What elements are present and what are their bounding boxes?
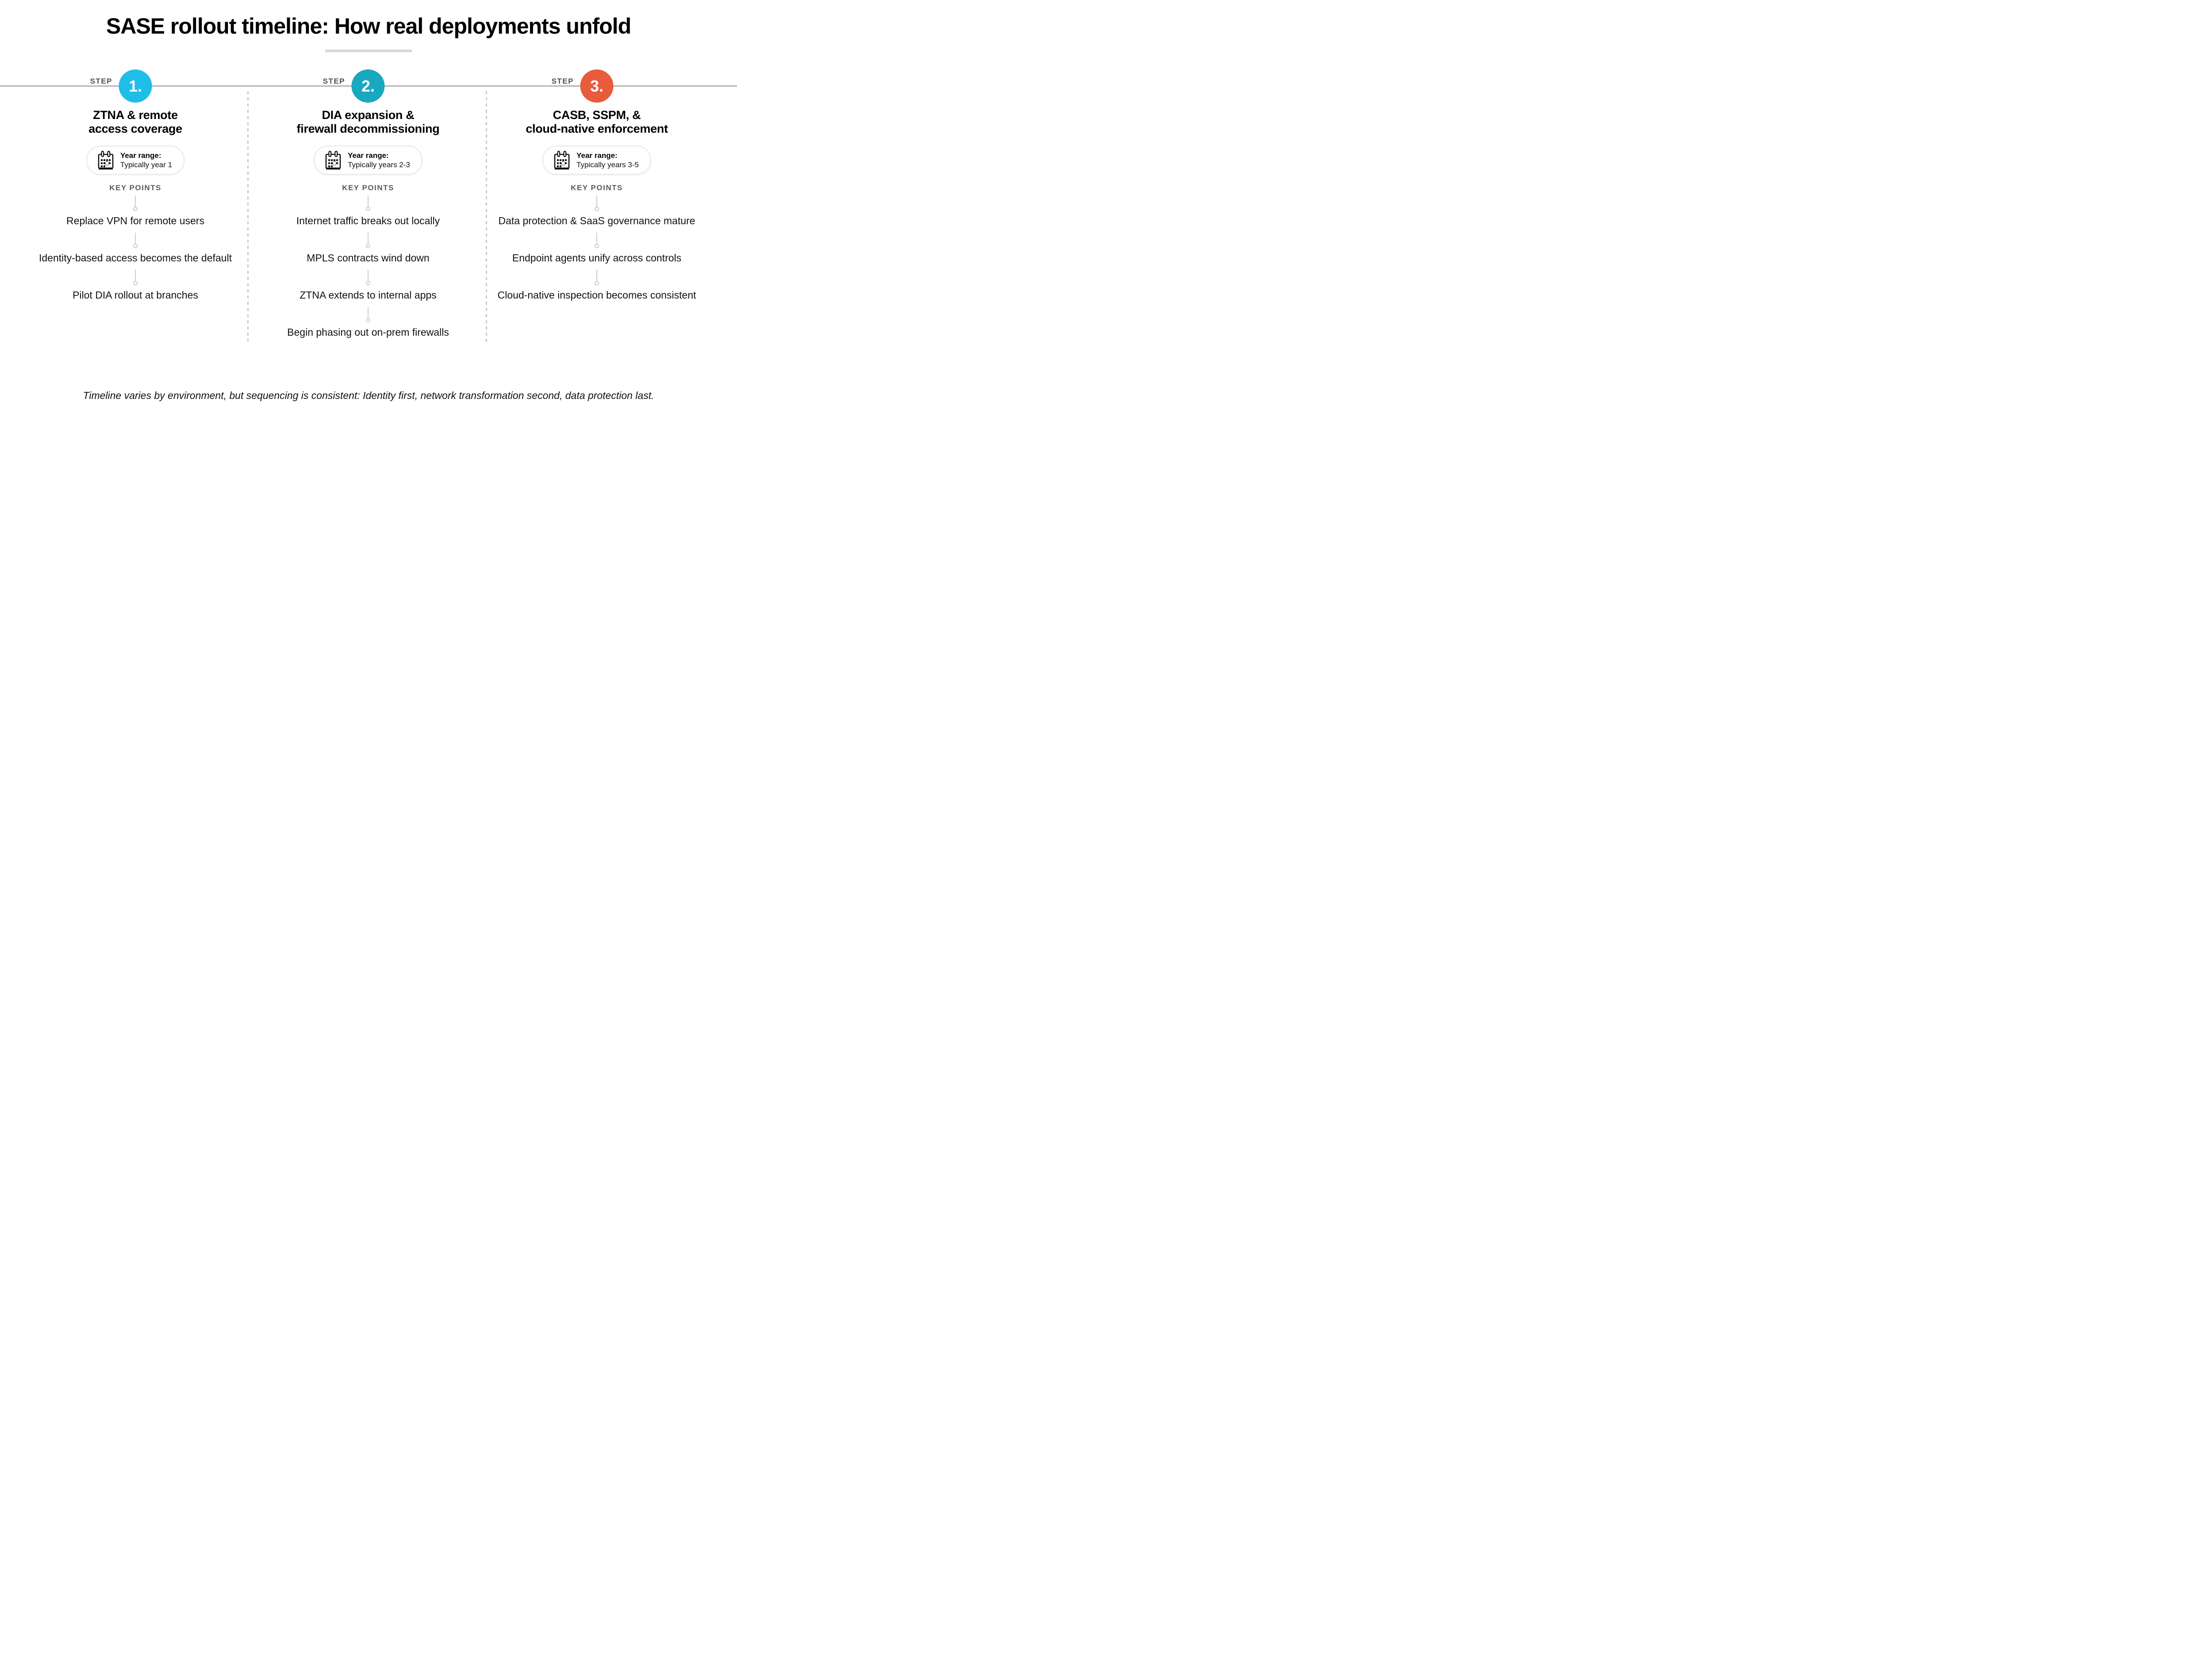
connector-dot: [366, 207, 370, 211]
footer-note: Timeline varies by environment, but sequ…: [83, 390, 654, 401]
connector-line: [135, 196, 136, 207]
step-column-3: STEP 3. CASB, SSPM, &cloud-native enforc…: [493, 62, 701, 302]
calendar-icon: [98, 150, 114, 170]
year-range-text: Year range: Typically years 3-5: [576, 151, 639, 169]
sase-rollout-infographic: SASE rollout timeline: How real deployme…: [0, 0, 737, 416]
key-points-heading: KEY POINTS: [342, 184, 394, 192]
year-range-label: Year range:: [576, 151, 618, 160]
step-label: STEP: [323, 77, 345, 85]
connector-line: [596, 233, 597, 244]
column-separator-2: [486, 91, 487, 343]
calendar-icon: [325, 150, 341, 170]
year-range-value: Typically year 1: [120, 161, 173, 169]
connector-line: [135, 270, 136, 281]
key-point: MPLS contracts wind down: [307, 252, 430, 264]
key-point: Cloud-native inspection becomes consiste…: [497, 289, 696, 301]
connector: [133, 270, 138, 285]
connector: [133, 233, 138, 248]
step-2-number: 2.: [361, 77, 375, 95]
connector-dot: [366, 244, 370, 248]
step-3-year-range-pill: Year range: Typically years 3-5: [542, 146, 651, 175]
year-range-text: Year range: Typically years 2-3: [348, 151, 410, 169]
connector-line: [596, 196, 597, 207]
connector-line: [596, 270, 597, 281]
year-range-value: Typically years 3-5: [576, 161, 639, 169]
page-title: SASE rollout timeline: How real deployme…: [106, 14, 631, 38]
connector-dot: [133, 244, 138, 248]
connector-dot: [595, 207, 599, 211]
step-2-number-badge: 2.: [351, 69, 385, 103]
connector-dot: [366, 318, 370, 322]
step-1-year-range-pill: Year range: Typically year 1: [86, 146, 185, 175]
key-points-heading: KEY POINTS: [109, 184, 161, 192]
connector-line: [368, 196, 369, 207]
step-2-title: DIA expansion &firewall decommissioning: [296, 108, 440, 135]
connector-line: [135, 233, 136, 244]
key-point: Endpoint agents unify across controls: [512, 252, 682, 264]
step-2-year-range-pill: Year range: Typically years 2-3: [314, 146, 422, 175]
key-point: Internet traffic breaks out locally: [296, 215, 440, 226]
connector: [366, 233, 370, 248]
title-underline-decoration: [325, 50, 412, 52]
step-1-header: STEP 1.: [31, 62, 239, 108]
key-point: ZTNA extends to internal apps: [300, 289, 437, 301]
connector: [366, 270, 370, 285]
connector-dot: [133, 281, 138, 285]
connector: [595, 270, 599, 285]
year-range-text: Year range: Typically year 1: [120, 151, 172, 169]
key-point: Replace VPN for remote users: [66, 215, 204, 226]
step-label: STEP: [90, 77, 112, 85]
connector: [133, 196, 138, 211]
step-label: STEP: [551, 77, 574, 85]
connector-line: [368, 270, 369, 281]
step-2-header: STEP 2.: [264, 62, 472, 108]
step-column-2: STEP 2. DIA expansion &firewall decommis…: [264, 62, 472, 339]
step-3-number: 3.: [590, 77, 604, 95]
key-point: Data protection & SaaS governance mature: [498, 215, 695, 226]
step-3-header: STEP 3.: [493, 62, 701, 108]
year-range-label: Year range:: [120, 151, 161, 160]
connector: [595, 196, 599, 211]
connector: [366, 307, 370, 322]
key-point: Pilot DIA rollout at branches: [73, 289, 198, 301]
step-3-number-badge: 3.: [580, 69, 614, 103]
step-3-title: CASB, SSPM, &cloud-native enforcement: [526, 108, 668, 135]
connector: [595, 233, 599, 248]
connector-dot: [595, 244, 599, 248]
year-range-label: Year range:: [348, 151, 389, 160]
year-range-value: Typically years 2-3: [348, 161, 410, 169]
connector-dot: [133, 207, 138, 211]
connector: [366, 196, 370, 211]
key-point: Identity-based access becomes the defaul…: [39, 252, 232, 264]
key-points-heading: KEY POINTS: [571, 184, 623, 192]
calendar-icon: [554, 150, 570, 170]
column-separator-1: [247, 91, 249, 343]
connector-dot: [595, 281, 599, 285]
step-1-number-badge: 1.: [119, 69, 152, 103]
connector-line: [368, 233, 369, 244]
connector-line: [368, 307, 369, 318]
step-1-number: 1.: [128, 77, 142, 95]
key-point: Begin phasing out on-prem firewalls: [287, 326, 449, 338]
connector-dot: [366, 281, 370, 285]
